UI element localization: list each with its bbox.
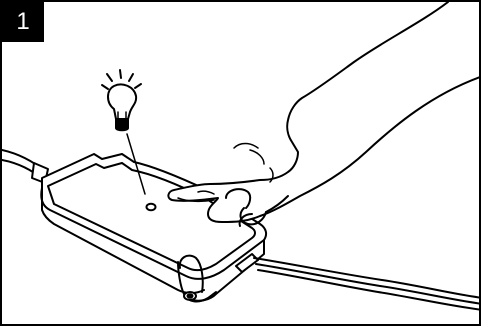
step-number-badge: 1 <box>2 2 44 42</box>
hand-icon <box>168 2 481 226</box>
output-cable-icon <box>254 258 481 310</box>
power-adapter-icon <box>41 154 266 301</box>
